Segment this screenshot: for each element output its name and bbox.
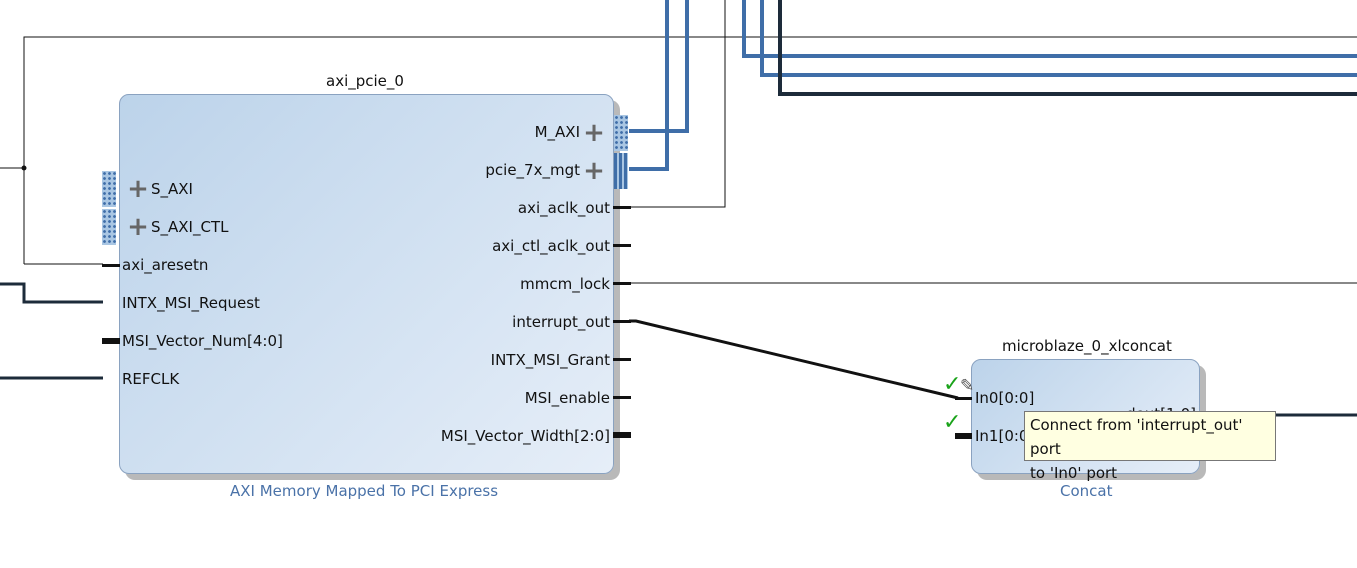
port-msi-vector-width[interactable]: MSI_Vector_Width[2:0] xyxy=(440,427,610,445)
pin-msi-enable[interactable] xyxy=(613,396,631,399)
pending-connection-wire xyxy=(629,319,959,400)
pin-msi-vector-num[interactable] xyxy=(102,338,120,344)
connection-tooltip: Connect from 'interrupt_out' port to 'In… xyxy=(1024,411,1276,482)
pin-in0[interactable] xyxy=(955,397,972,400)
pin-interrupt-out[interactable] xyxy=(613,320,631,323)
axi-pcie-instance-name: axi_pcie_0 xyxy=(326,72,404,90)
port-msi-enable[interactable]: MSI_enable xyxy=(524,389,610,407)
plus-icon[interactable]: + xyxy=(127,174,149,204)
net-intx-msi-request[interactable] xyxy=(0,282,103,304)
port-refclk[interactable]: REFCLK xyxy=(122,370,180,388)
port-axi-aresetn[interactable]: axi_aresetn xyxy=(122,256,209,274)
pin-axi-aclk-out[interactable] xyxy=(613,206,631,209)
pin-mmcm-lock[interactable] xyxy=(613,282,631,285)
port-in0[interactable]: In0[0:0] xyxy=(975,389,1035,407)
port-intx-msi-request[interactable]: INTX_MSI_Request xyxy=(122,294,260,312)
net-top-reset[interactable] xyxy=(23,36,1357,264)
bus-right-1[interactable] xyxy=(742,0,1357,58)
tooltip-line-1: Connect from 'interrupt_out' port xyxy=(1030,416,1243,458)
pcie-7x-mgt-bus-port[interactable] xyxy=(614,153,628,189)
port-in1[interactable]: In1[0:0] xyxy=(975,427,1035,445)
port-interrupt-out[interactable]: interrupt_out xyxy=(512,313,610,331)
xlconcat-ip-name: Concat xyxy=(1060,482,1113,500)
pin-axi-ctl-aclk-out[interactable] xyxy=(613,244,631,247)
port-m-axi[interactable]: M_AXI xyxy=(534,123,580,141)
plus-icon[interactable]: + xyxy=(583,156,605,186)
bus-right-3[interactable] xyxy=(778,0,1357,96)
pin-axi-aresetn[interactable] xyxy=(102,264,120,267)
bus-m-axi[interactable] xyxy=(629,0,689,133)
plus-icon[interactable]: + xyxy=(583,118,605,148)
m-axi-bus-port[interactable] xyxy=(614,115,628,151)
axi-pcie-ip-name: AXI Memory Mapped To PCI Express xyxy=(230,482,499,500)
net-junction xyxy=(21,165,27,171)
tooltip-line-2: to 'In0' port xyxy=(1030,464,1118,482)
checkmark-icon: ✓ xyxy=(943,410,962,435)
port-mmcm-lock[interactable]: mmcm_lock xyxy=(520,275,610,293)
port-axi-aclk-out[interactable]: axi_aclk_out xyxy=(517,199,610,217)
pin-msi-vector-width[interactable] xyxy=(613,432,631,438)
pencil-icon: ✎ xyxy=(960,376,975,396)
bus-right-2[interactable] xyxy=(760,0,1357,77)
net-axi-aclk-out[interactable] xyxy=(629,0,726,208)
port-s-axi[interactable]: S_AXI xyxy=(151,180,193,198)
plus-icon[interactable]: + xyxy=(127,212,149,242)
port-intx-msi-grant[interactable]: INTX_MSI_Grant xyxy=(490,351,610,369)
port-axi-ctl-aclk-out[interactable]: axi_ctl_aclk_out xyxy=(492,237,610,255)
port-msi-vector-num[interactable]: MSI_Vector_Num[4:0] xyxy=(122,332,283,350)
s-axi-ctl-bus-port[interactable] xyxy=(102,209,116,245)
s-axi-bus-port[interactable] xyxy=(102,171,116,207)
checkmark-icon: ✓ xyxy=(943,372,962,397)
pin-in1[interactable] xyxy=(955,433,972,439)
pin-intx-msi-grant[interactable] xyxy=(613,358,631,361)
bus-pcie-7x-mgt[interactable] xyxy=(629,0,669,171)
axi-pcie-block[interactable]: + + S_AXI S_AXI_CTL axi_aresetn INTX_MSI… xyxy=(102,94,631,474)
xlconcat-instance-name: microblaze_0_xlconcat xyxy=(1002,337,1172,355)
port-pcie-7x-mgt[interactable]: pcie_7x_mgt xyxy=(485,161,580,179)
port-s-axi-ctl[interactable]: S_AXI_CTL xyxy=(151,218,229,236)
